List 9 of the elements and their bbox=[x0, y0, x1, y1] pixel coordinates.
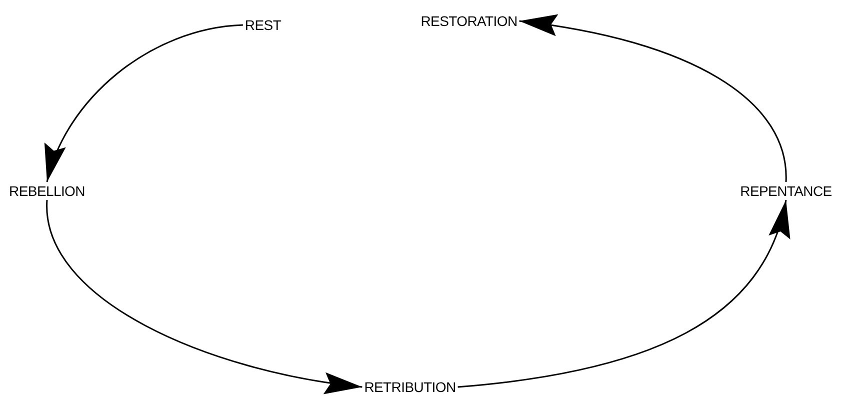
curved-arrow bbox=[46, 24, 243, 182]
stage-label: REPENTANCE bbox=[738, 182, 834, 200]
curved-arrow bbox=[519, 15, 787, 182]
stage-label: REST bbox=[242, 16, 284, 34]
stage-label: RESTORATION bbox=[418, 12, 520, 30]
curved-arrow bbox=[458, 200, 788, 388]
stage-label: REBELLION bbox=[7, 182, 87, 200]
stage-label: RETRIBUTION bbox=[362, 378, 458, 396]
curved-arrow bbox=[46, 200, 362, 394]
